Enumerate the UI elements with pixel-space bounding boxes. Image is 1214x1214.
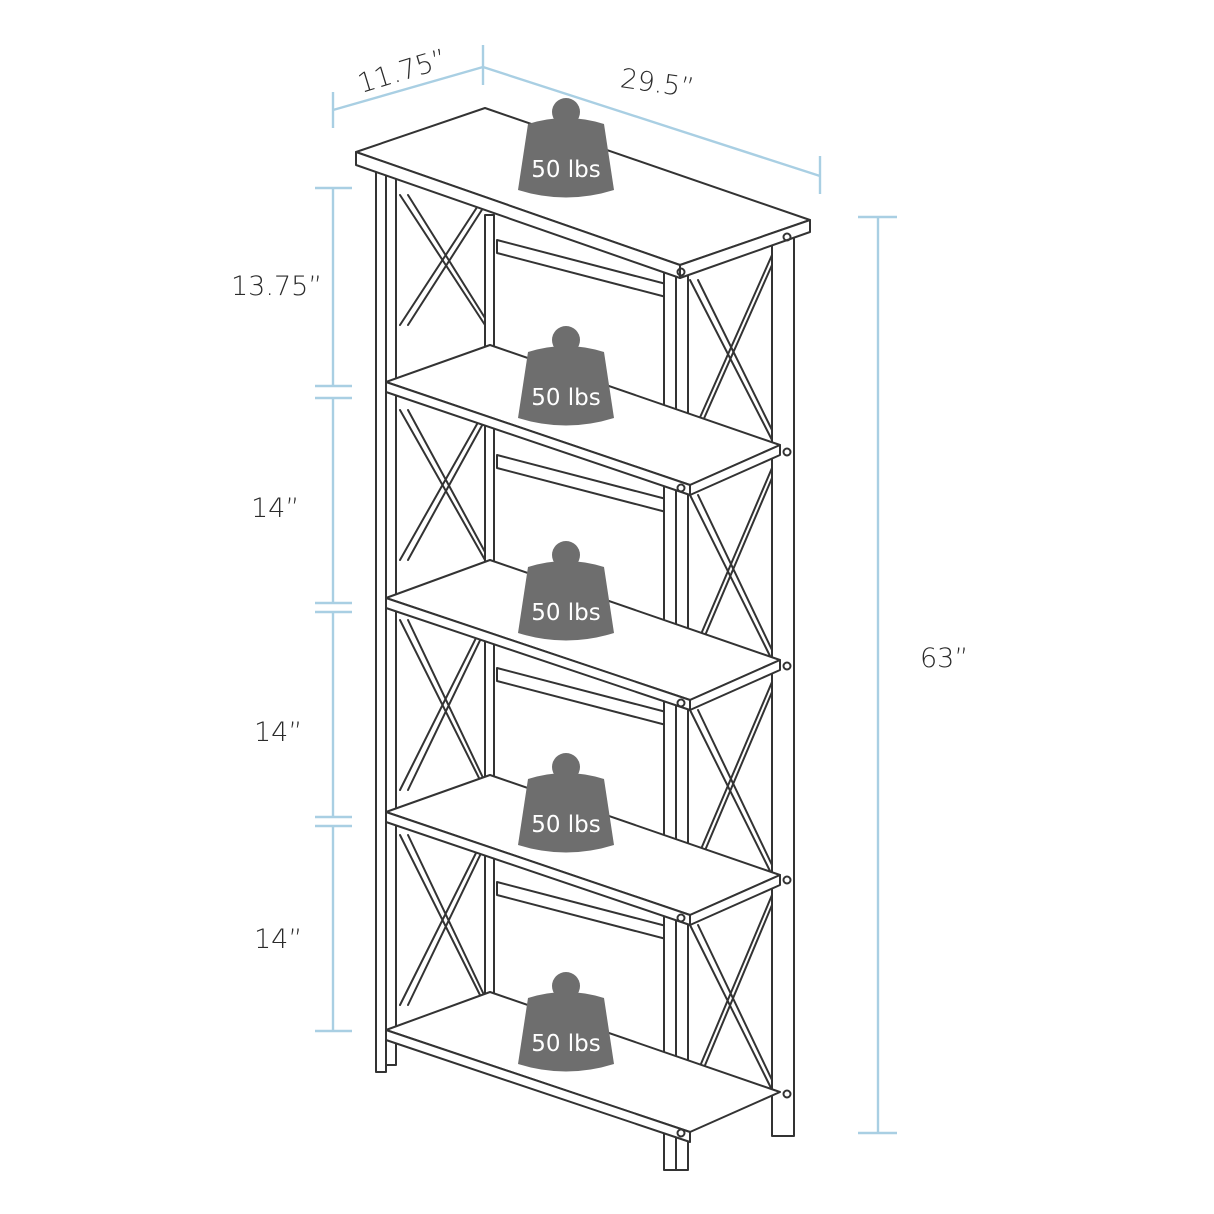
bookshelf-frame	[355, 107, 811, 1171]
weight-icon: 50 lbs	[518, 541, 614, 641]
weight-label: 50 lbs	[531, 600, 601, 626]
weight-icon: 50 lbs	[518, 326, 614, 426]
depth-label: 11.75”	[354, 44, 450, 100]
left-post	[375, 169, 387, 1073]
height-label: 63”	[920, 643, 968, 674]
weight-label: 50 lbs	[531, 385, 601, 411]
left-inner-post	[385, 174, 397, 1066]
width-label: 29.5”	[618, 63, 696, 104]
shelf-spacing-label-3: 14”	[254, 717, 302, 748]
bolt-holes	[676, 232, 792, 1138]
shelf-spacing-label-4: 14”	[254, 924, 302, 955]
weight-label: 50 lbs	[531, 157, 601, 183]
shelf-spacing-label-1: 13.75”	[231, 271, 322, 302]
weight-icons: 50 lbs 50 lbs 50 lbs 50 lbs 50 lbs	[518, 98, 614, 1072]
shelf-spacing-label-2: 14”	[251, 493, 299, 524]
weight-icon: 50 lbs	[518, 753, 614, 853]
weight-icon: 50 lbs	[518, 972, 614, 1072]
weight-label: 50 lbs	[531, 1031, 601, 1057]
weight-label: 50 lbs	[531, 812, 601, 838]
right-back-post	[771, 237, 795, 1137]
right-x-panels	[689, 254, 773, 1091]
dimension-lines	[315, 45, 897, 1135]
left-x-panels	[399, 194, 486, 1006]
weight-icon: 50 lbs	[518, 98, 614, 198]
